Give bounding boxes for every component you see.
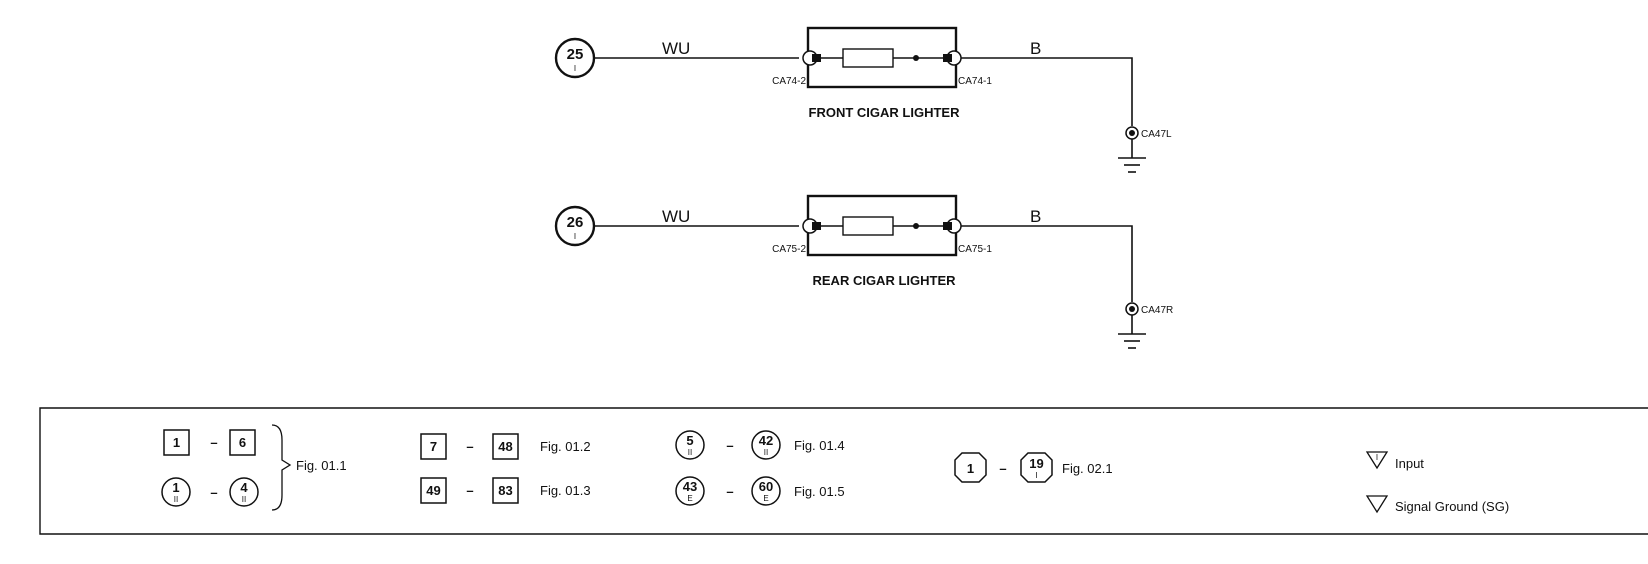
svg-text:49: 49 <box>426 483 440 498</box>
circle-marker-icon <box>751 430 781 460</box>
svg-text:42: 42 <box>759 433 773 448</box>
connector-node-25: 25 I <box>554 37 596 79</box>
wire-color-label: WU <box>662 207 690 226</box>
svg-text:1: 1 <box>173 435 180 450</box>
lighter-component <box>802 194 962 257</box>
pin-right-icon <box>943 222 952 230</box>
wire-out <box>961 225 1133 302</box>
range-dash: – <box>466 483 473 498</box>
svg-text:II: II <box>764 448 768 457</box>
symbol-label: Input <box>1395 456 1424 471</box>
ground-connector-icon <box>1125 126 1139 140</box>
junction-dot-icon <box>913 55 919 61</box>
node-number: 26 <box>567 214 584 231</box>
svg-text:6: 6 <box>239 435 246 450</box>
svg-text:II: II <box>174 495 178 504</box>
ground-symbol-icon <box>1118 157 1146 173</box>
lighter-component <box>802 26 962 89</box>
circle-marker-icon <box>229 477 259 507</box>
circle-marker-icon <box>161 477 191 507</box>
box-marker-icon <box>229 429 256 456</box>
wire-color-label: WU <box>662 39 690 58</box>
range-dash: – <box>210 485 217 500</box>
octagon-marker-icon <box>1020 452 1053 483</box>
ground-label: CA47R <box>1141 305 1173 316</box>
legend-border <box>39 407 1648 535</box>
connector-node-26: 26 I <box>554 205 596 247</box>
fig-ref: Fig. 01.3 <box>540 483 591 498</box>
fig-ref: Fig. 01.4 <box>794 438 845 453</box>
legend-group-fig-01-4-5: 5 II – 42 II Fig. 01.4 43 E – 60 E Fig. … <box>675 430 845 506</box>
node-subscript: I <box>574 232 576 241</box>
heating-element-icon <box>842 216 894 236</box>
legend-group-fig-01-2-3: 7 – 48 Fig. 01.2 49 – 83 Fig. 01.3 <box>420 433 591 504</box>
pin-left-label: CA75-2 <box>772 244 806 255</box>
svg-text:83: 83 <box>498 483 512 498</box>
circle-marker-icon <box>751 476 781 506</box>
svg-text:19: 19 <box>1029 456 1043 471</box>
box-marker-icon <box>163 429 190 456</box>
ground-connector-icon <box>1125 302 1139 316</box>
component-title: REAR CIGAR LIGHTER <box>813 273 957 288</box>
fig-ref: Fig. 02.1 <box>1062 461 1113 476</box>
svg-text:1: 1 <box>967 461 974 476</box>
ground-symbol-icon <box>1118 333 1146 349</box>
box-marker-icon <box>492 477 519 504</box>
box-marker-icon <box>420 477 447 504</box>
svg-text:II: II <box>688 448 692 457</box>
pin-left-label: CA74-2 <box>772 76 806 87</box>
range-dash: – <box>999 461 1006 476</box>
svg-text:60: 60 <box>759 479 773 494</box>
wire-color-label: B <box>1030 207 1041 226</box>
svg-text:4: 4 <box>240 480 248 495</box>
svg-text:7: 7 <box>430 439 437 454</box>
ground-label: CA47L <box>1141 129 1172 140</box>
box-marker-icon <box>492 433 519 460</box>
range-dash: – <box>466 439 473 454</box>
fig-ref: Fig. 01.2 <box>540 439 591 454</box>
svg-text:1: 1 <box>172 480 179 495</box>
svg-text:E: E <box>763 494 768 503</box>
box-marker-icon <box>420 433 447 460</box>
pin-right-label: CA75-1 <box>958 244 992 255</box>
symbol-label: Signal Ground (SG) <box>1395 499 1509 514</box>
input-triangle-icon <box>1365 451 1389 470</box>
pin-right-icon <box>943 54 952 62</box>
range-dash: – <box>726 438 733 453</box>
signal-ground-triangle-icon <box>1365 495 1389 514</box>
legend-group-fig-01-1: 1 – 6 1 II – 4 II Fig. 01.1 <box>161 424 347 511</box>
legend-group-fig-02-1: 1 – 19 I Fig. 02.1 <box>954 452 1113 483</box>
circle-marker-icon <box>675 476 705 506</box>
svg-text:5: 5 <box>686 433 693 448</box>
svg-text:I: I <box>1035 471 1037 480</box>
svg-text:II: II <box>242 495 246 504</box>
range-dash: – <box>210 435 217 450</box>
pin-left-icon <box>812 54 821 62</box>
circuit-front-cigar-lighter: 25 I WU CA74-2 CA74-1 FRONT CIGAR LIGHTE… <box>554 26 1172 173</box>
fig-ref: Fig. 01.1 <box>296 458 347 473</box>
svg-text:43: 43 <box>683 479 697 494</box>
node-subscript: I <box>574 64 576 73</box>
circle-marker-icon <box>675 430 705 460</box>
heating-element-icon <box>842 48 894 68</box>
brace-icon <box>271 424 292 511</box>
octagon-marker-icon <box>954 452 987 483</box>
svg-text:E: E <box>687 494 692 503</box>
pin-left-icon <box>812 222 821 230</box>
range-dash: – <box>726 484 733 499</box>
circuit-rear-cigar-lighter: 26 I WU CA75-2 CA75-1 REAR CIGAR LIGHTER… <box>554 194 1173 349</box>
node-number: 25 <box>567 46 584 63</box>
legend: 1 – 6 1 II – 4 II Fig. 01.1 7 – 48 Fig. … <box>39 407 1648 535</box>
wire-out <box>961 57 1133 126</box>
svg-text:I: I <box>1376 453 1378 462</box>
legend-symbols: I Input Signal Ground (SG) <box>1365 451 1509 514</box>
wire-color-label: B <box>1030 39 1041 58</box>
svg-text:48: 48 <box>498 439 512 454</box>
junction-dot-icon <box>913 223 919 229</box>
pin-right-label: CA74-1 <box>958 76 992 87</box>
component-title: FRONT CIGAR LIGHTER <box>809 105 961 120</box>
fig-ref: Fig. 01.5 <box>794 484 845 499</box>
